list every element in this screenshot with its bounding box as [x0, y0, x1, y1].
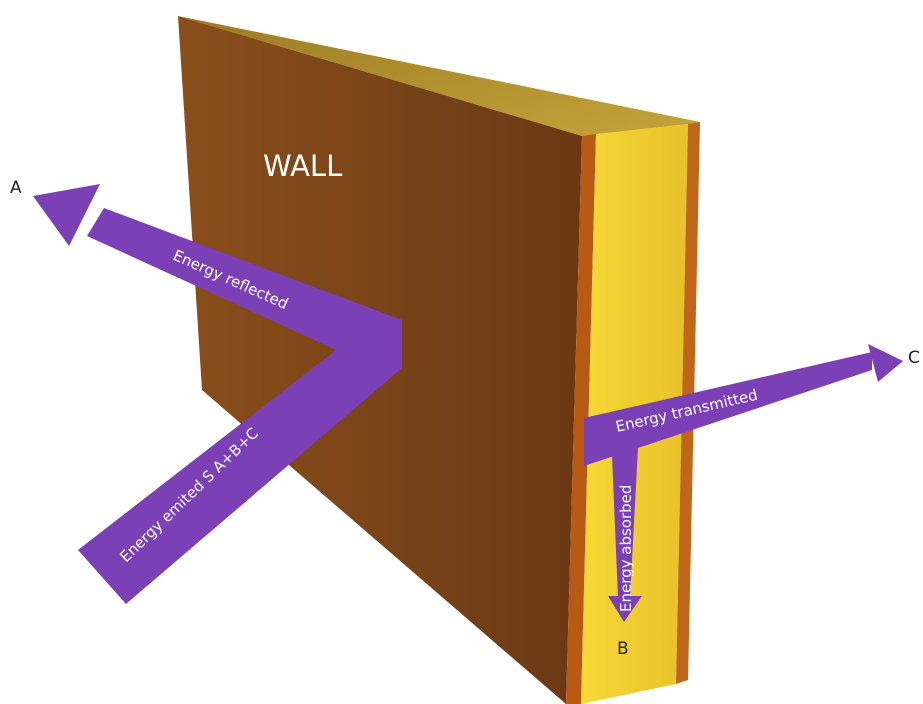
absorbed-label: Energy absorbed	[617, 485, 635, 612]
transmitted-arrowhead	[868, 344, 903, 382]
wall-title: WALL	[263, 149, 342, 183]
point-label-b: B	[617, 639, 629, 659]
point-label-a: A	[10, 178, 22, 198]
point-label-c: C	[908, 348, 920, 368]
